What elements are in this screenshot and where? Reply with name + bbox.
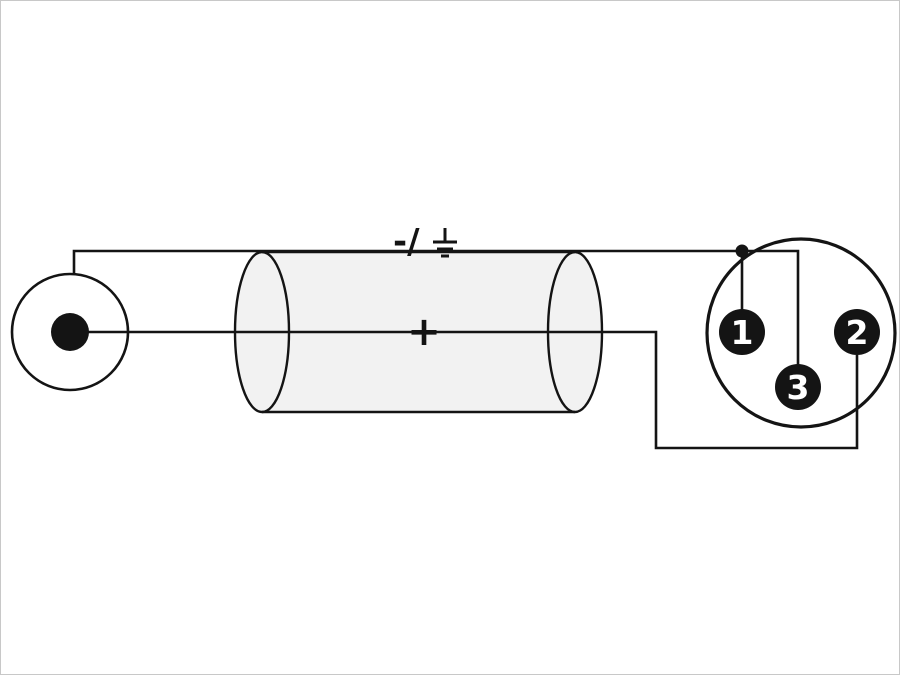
- wires: [70, 244, 859, 450]
- xlr-pin-1-number: 1: [731, 313, 754, 352]
- xlr-pin-1-dot: [719, 309, 765, 355]
- xlr-pin-2-number: 2: [846, 313, 869, 352]
- xlr-pin-3-number: 3: [787, 368, 810, 407]
- xlr-pin-1: 1: [719, 309, 765, 355]
- xlr-body: [705, 237, 897, 429]
- junction-dot: [735, 244, 749, 258]
- xlr-pin-3-dot: [775, 364, 821, 410]
- xlr-pin-2: 2: [834, 309, 880, 355]
- signal-wire: [70, 330, 859, 450]
- xlr-pin-2-dot: [834, 309, 880, 355]
- shield-label: -/: [393, 222, 420, 262]
- labels: -/ +: [393, 222, 457, 355]
- xlr-pin-3: 3: [775, 364, 821, 410]
- earth-ground-icon: [433, 228, 457, 258]
- signal-label: +: [407, 309, 441, 355]
- shield-wire: [72, 249, 800, 365]
